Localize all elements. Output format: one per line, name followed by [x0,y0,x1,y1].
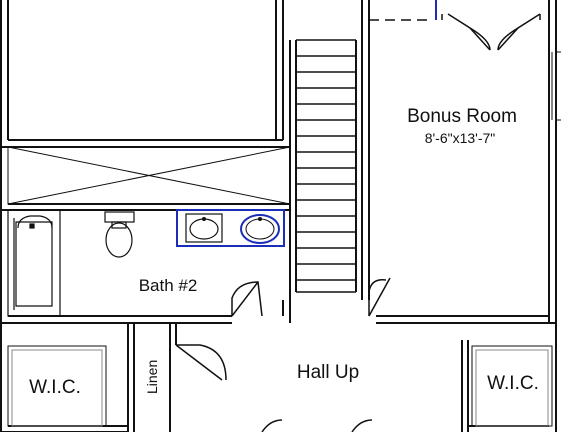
stairs [296,39,356,293]
wic-right-shelf [471,345,553,427]
bonus-room-label: Bonus Room [407,106,517,127]
toilet [104,211,135,258]
vanity [176,209,285,247]
chase-x-box [7,146,291,205]
linen-label: Linen [144,360,160,394]
wic-left-label: W.I.C. [29,377,81,398]
wic-left-shelf [7,345,107,427]
doors [175,277,391,432]
bath-2-label: Bath #2 [139,276,198,295]
hall-up-label: Hall Up [297,362,359,383]
wic-right-label: W.I.C. [487,373,539,394]
bonus-room-dimensions: 8'-6"x13'-7" [425,130,496,146]
bonus-top-details [369,0,541,51]
bathtub [7,209,61,317]
bonus-window [551,51,561,121]
